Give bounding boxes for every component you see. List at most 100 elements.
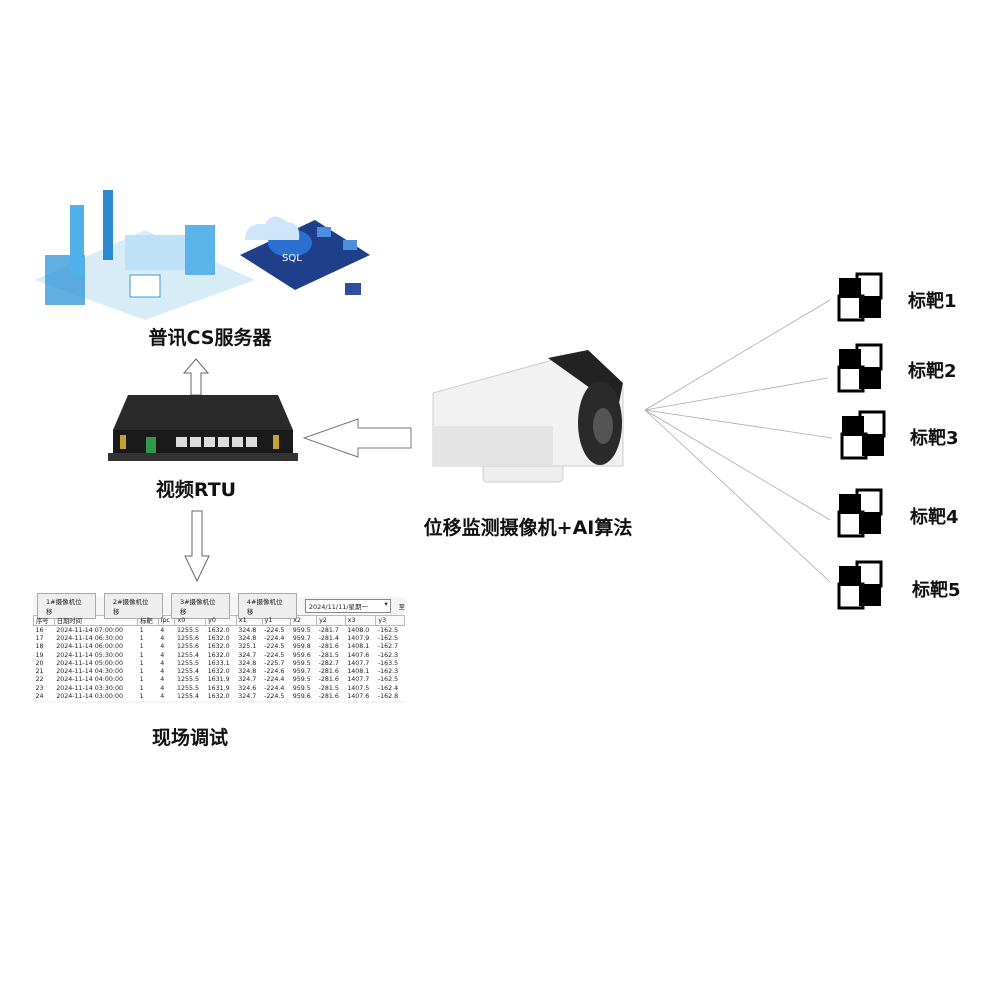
table-cell: 20 (35, 659, 44, 667)
table-cell: -281.7 (318, 626, 339, 634)
table-cell: 17 (35, 634, 44, 642)
table-cell: 959.8 (292, 643, 311, 651)
table-cell: 1632.0 (207, 634, 230, 642)
table-cell: 1 (139, 668, 144, 676)
camera-label: 位移监测摄像机+AI算法 (423, 517, 633, 539)
table-cell: -162.8 (377, 693, 399, 701)
target-label: 标靶4 (910, 507, 959, 528)
table-cell: 1407.5 (347, 684, 370, 692)
camera-3-button[interactable]: 3#摄像机位移 (170, 593, 230, 619)
table-cell: 2024-11-14 06:00:00 (56, 643, 124, 651)
server-illustration: SQL (35, 190, 370, 320)
table-cell: -224.5 (264, 651, 285, 659)
table-cell: 1 (139, 634, 144, 642)
table-cell: 324.8 (238, 634, 257, 642)
table-cell: -162.3 (377, 668, 399, 676)
table-cell: -162.7 (377, 643, 399, 651)
table-cell: -281.6 (318, 693, 339, 701)
target-label: 标靶1 (908, 291, 957, 312)
table-cell: 4 (160, 634, 165, 642)
table-cell: 1631.9 (207, 684, 230, 692)
table-cell: 1631.9 (207, 676, 230, 684)
table-cell: 1 (139, 626, 144, 634)
target-label: 标靶5 (912, 580, 961, 601)
table-cell: 959.5 (292, 626, 311, 634)
table-cell: -224.5 (264, 643, 285, 651)
table-cell: -282.7 (318, 659, 339, 667)
column-header[interactable]: x2 (290, 615, 318, 626)
table-cell: 1255.5 (176, 626, 200, 634)
to-label: 至 (398, 603, 406, 611)
table-cell: 1407.6 (347, 693, 370, 701)
field-label: 现场调试 (151, 727, 229, 749)
table-cell: 324.8 (238, 659, 257, 667)
table-cell: 2024-11-14 03:00:00 (56, 693, 124, 701)
target-label: 标靶3 (910, 428, 959, 449)
table-cell: 1 (139, 676, 144, 684)
table-cell: -281.6 (318, 676, 339, 684)
table-cell: 19 (35, 651, 44, 659)
table-cell: 1632.0 (207, 651, 230, 659)
column-header[interactable]: 标靶 (137, 615, 159, 626)
table-cell: 16 (35, 626, 44, 634)
table-cell: 1 (139, 659, 144, 667)
table-cell: 959.5 (292, 684, 311, 692)
table-cell: 22 (35, 676, 44, 684)
table-cell: 4 (160, 626, 165, 634)
table-cell: 1255.5 (176, 659, 200, 667)
table-cell: 1255.6 (176, 643, 200, 651)
camera-1-button[interactable]: 1#摄像机位移 (37, 593, 96, 619)
camera-device (432, 350, 624, 483)
target-marker-icon (837, 343, 883, 393)
table-cell: 1 (139, 643, 144, 651)
table-cell: 324.7 (238, 693, 257, 701)
field-debug-table: 1#摄像机位移 2#摄像机位移 3#摄像机位移 4#摄像机位移 2024/11/… (33, 593, 406, 703)
table-cell: 2024-11-14 04:30:00 (56, 668, 124, 676)
table-cell: 1408.0 (347, 626, 370, 634)
table-cell: 324.8 (238, 626, 257, 634)
table-cell: 959.6 (292, 693, 311, 701)
table-cell: 4 (160, 668, 165, 676)
table-cell: -224.6 (264, 668, 285, 676)
table-cell: 324.7 (238, 651, 257, 659)
table-cell: -224.4 (264, 634, 285, 642)
table-cell: -162.5 (377, 634, 399, 642)
table-cell: 1408.1 (347, 643, 370, 651)
date-select[interactable]: 2024/11/11/星期一 (304, 599, 391, 613)
table-cell: 4 (160, 676, 165, 684)
table-cell: -225.7 (264, 659, 285, 667)
sql-label: SQL (282, 253, 302, 264)
target-marker-icon (837, 488, 883, 538)
rtu-label: 视频RTU (155, 479, 237, 501)
table-cell: 23 (35, 684, 44, 692)
target-marker-icon (837, 272, 883, 322)
table-cell: -162.4 (377, 684, 399, 692)
table-cell: -163.5 (377, 659, 399, 667)
table-cell: 1407.6 (347, 651, 370, 659)
table-cell: 2024-11-14 07:00:00 (56, 626, 124, 634)
server-label: 普讯CS服务器 (148, 327, 272, 349)
camera-4-button[interactable]: 4#摄像机位移 (237, 593, 297, 619)
table-cell: -224.5 (264, 626, 285, 634)
table-cell: 4 (160, 643, 165, 651)
table-cell: 1255.6 (176, 634, 200, 642)
camera-2-button[interactable]: 2#摄像机位移 (103, 593, 163, 619)
table-cell: 2024-11-14 03:30:00 (56, 684, 124, 692)
column-header[interactable]: y3 (375, 615, 405, 626)
table-cell: 2024-11-14 05:30:00 (56, 651, 124, 659)
table-cell: 1255.4 (176, 693, 200, 701)
table-cell: 1632.0 (207, 668, 230, 676)
table-cell: 959.6 (292, 651, 311, 659)
table-cell: -281.6 (318, 668, 339, 676)
table-cell: 1 (139, 651, 144, 659)
